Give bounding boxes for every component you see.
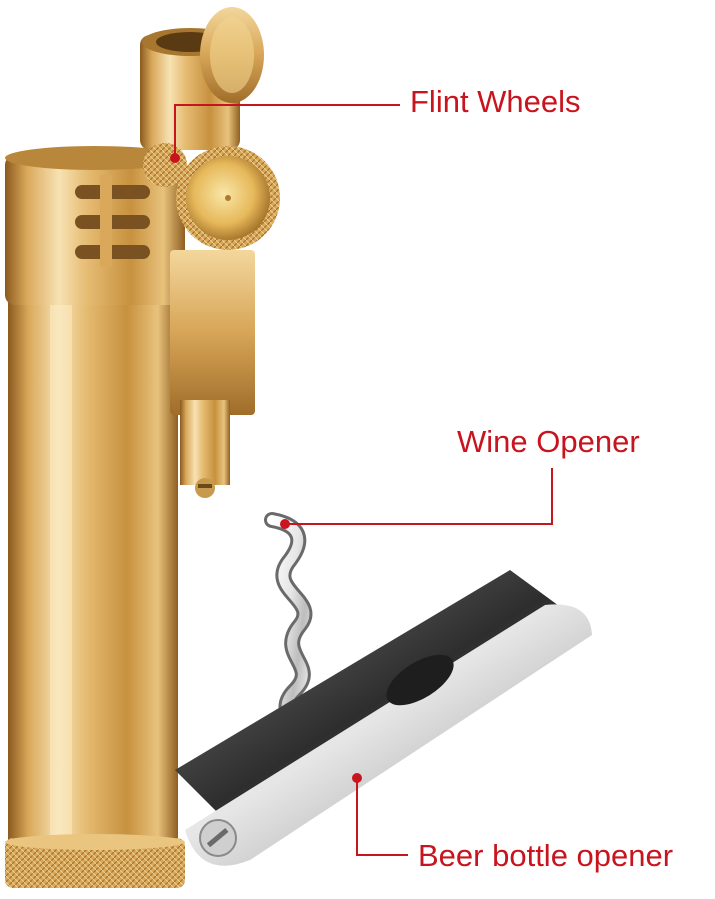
callout-markers	[170, 153, 362, 783]
beer-bottle-opener-label: Beer bottle opener	[418, 838, 674, 873]
bottle-opener-arm	[175, 570, 592, 866]
beer-opener-leader	[356, 778, 408, 856]
flint-wheels-label: Flint Wheels	[410, 84, 581, 119]
flint-wheels-leader	[174, 104, 400, 160]
leader-lines	[174, 104, 553, 856]
wine-opener-leader	[285, 468, 553, 525]
windshield-sleeve	[5, 146, 185, 305]
wine-opener-marker	[280, 519, 290, 529]
lighter-body	[8, 270, 178, 845]
knurled-base	[5, 834, 185, 888]
flint-wheels	[143, 143, 280, 250]
flint-cap-disk	[200, 7, 264, 103]
beer-opener-marker	[352, 773, 362, 783]
wine-opener-label: Wine Opener	[457, 424, 640, 459]
flint-wheels-marker	[170, 153, 180, 163]
side-mechanism	[170, 250, 255, 498]
